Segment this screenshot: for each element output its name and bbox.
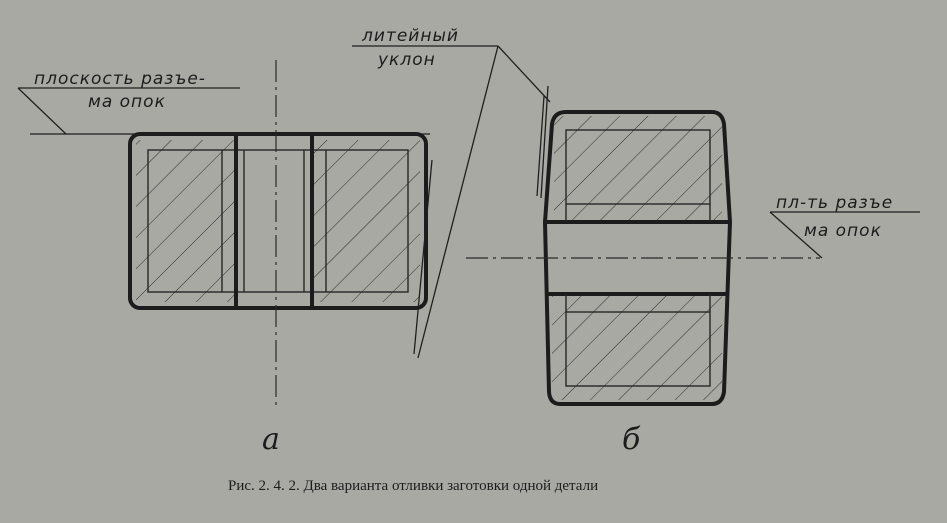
parting-plane-b-label-line1: пл-ть разъе [776, 193, 893, 213]
variant-b-upper-inner [565, 129, 711, 205]
variant-b-upper-hatch [554, 116, 722, 222]
parting-plane-a-callout: плоскость разъе- ма опок [17, 69, 430, 135]
variant-a-left-wall-hatch [136, 140, 236, 302]
variant-b-lower-inner [565, 311, 711, 387]
variant-a-right-wall-hatch [312, 140, 420, 302]
variant-b-outline [542, 110, 733, 406]
draft-label-line2: уклон [377, 50, 436, 70]
parting-plane-a-label-line1: плоскость разъе- [34, 69, 206, 89]
figure-caption: Рис. 2. 4. 2. Два варианта отливки загот… [228, 478, 598, 494]
variant-a-drawing [128, 60, 428, 405]
draft-callout: литейный уклон [352, 26, 551, 359]
variant-a-inner-contour [147, 149, 409, 293]
variant-b-drawing [466, 110, 820, 406]
variant-b-letter: б [622, 422, 641, 457]
variant-b-lower-hatch [552, 296, 722, 400]
parting-plane-b-label-line2: ма опок [804, 221, 882, 241]
variant-a-letter: а [262, 422, 280, 457]
parting-plane-a-label-line2: ма опок [88, 92, 166, 112]
draft-label-line1: литейный [361, 26, 459, 46]
parting-plane-b-callout: пл-ть разъе ма опок [769, 193, 920, 259]
